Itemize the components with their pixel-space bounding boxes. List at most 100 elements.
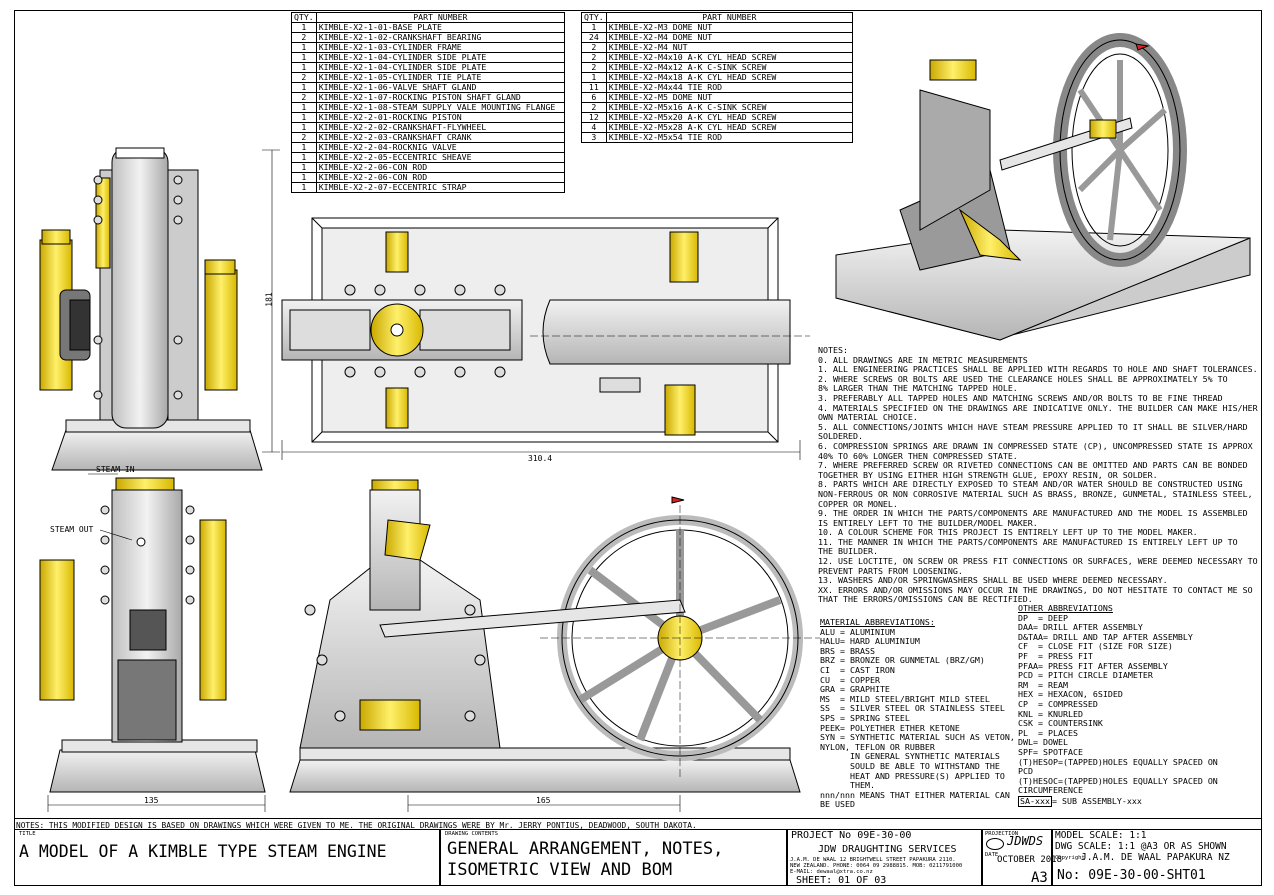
abbreviation-line: PF = PRESS FIT: [1018, 650, 1093, 661]
abbreviation-line: MS = MILD STEEL/BRIGHT MILD STEEL: [820, 693, 990, 704]
abbreviation-line: SOULD BE ABLE TO WITHSTAND THE: [820, 760, 1000, 771]
abbreviation-line: CI = CAST IRON: [820, 664, 895, 675]
note-line: NOTES:: [818, 345, 848, 355]
abbreviation-line: nnn/nnn MEANS THAT EITHER MATERIAL CAN: [820, 789, 1010, 800]
company-logo: JDWDS: [1007, 834, 1044, 848]
abbreviation-line: CF = CLOSE FIT (SIZE FOR SIZE): [1018, 641, 1173, 652]
note-line: PREVENT PARTS FROM LOOSENING.: [818, 565, 963, 576]
abbreviation-line: HALU= HARD ALUMINIUM: [820, 636, 920, 647]
abbreviation-line: HEX = HEXACON, 6SIDED: [1018, 689, 1123, 700]
company-cell: PROJECT No 09E-30-00 JDW DRAUGHTING SERV…: [787, 829, 982, 886]
note-line: NON-FERROUS OR NON CORROSIVE MATERIAL SU…: [818, 488, 1253, 499]
side-view-rear: [39, 473, 266, 793]
abbreviation-line: NYLON, TEFLON OR RUBBER: [820, 741, 935, 752]
note-line: THAT THE ERRORS/OMISSIONS CAN BE RECTIFI…: [818, 594, 1033, 605]
bom-part: KIMBLE-X2-M5x54 TIE ROD: [605, 132, 854, 143]
note-line: COPPER OR MONEL.: [818, 498, 898, 509]
abbreviation-line: SA-xxx: [1018, 795, 1052, 808]
abbreviation-line: CU = COPPER: [820, 674, 880, 685]
abbreviation-line: CSK = COUNTERSINK: [1018, 718, 1103, 729]
abbreviation-line: MATERIAL ABBREVIATIONS:: [820, 617, 935, 627]
abbreviation-line: SPF= SPOTFACE: [1018, 746, 1083, 757]
note-line: 8. PARTS WHICH ARE DIRECTLY EXPOSED TO S…: [818, 479, 1243, 490]
sheet-number: SHEET: 01 OF 03: [796, 875, 887, 886]
abbreviation-line: HEAT AND PRESSURE(S) APPLIED TO: [820, 770, 1005, 781]
dim-base-length: 165: [536, 796, 551, 805]
note-line: 2. WHERE SCREWS OR BOLTS ARE USED THE CL…: [818, 373, 1228, 384]
address-line1: J.A.M. DE WAAL 12 BRIGHTWELL STREET PAPA…: [790, 857, 956, 863]
contents-line1: GENERAL ARRANGEMENT, NOTES,: [447, 839, 724, 859]
bom-part: KIMBLE-X2-2-07-ECCENTRIC STRAP: [315, 182, 566, 193]
footer-note: NOTES: THIS MODIFIED DESIGN IS BASED ON …: [16, 821, 697, 830]
drawing-date: OCTOBER 2018: [997, 855, 1063, 865]
abbreviation-line: RM = REAM: [1018, 679, 1068, 690]
note-line: 3. PREFERABLY ALL TAPPED HOLES AND MATCH…: [818, 392, 1223, 403]
abbreviation-line: D&TAA= DRILL AND TAP AFTER ASSEMBLY: [1018, 631, 1193, 642]
title-label: TITLE: [19, 831, 36, 837]
note-line: TOGETHER BY USING EITHER HIGH STRENGTH G…: [818, 469, 1158, 480]
abbreviation-line: BRZ = BRONZE OR GUNMETAL (BRZ/GM): [820, 655, 985, 666]
contents-line2: ISOMETRIC VIEW AND BOM: [447, 860, 673, 880]
note-line: 1. ALL ENGINEERING PRACTICES SHALL BE AP…: [818, 364, 1258, 375]
projection-label: PROJECTION: [985, 831, 1019, 837]
drawing-title: A MODEL OF A KIMBLE TYPE STEAM ENGINE: [19, 842, 387, 861]
abbreviation-line: SYN = SYNTHETIC MATERIAL SUCH AS VETON,: [820, 732, 1015, 743]
abbreviation-line: (T)HESOP=(TAPPED)HOLES EQUALLY SPACED ON: [1018, 756, 1218, 767]
contents-label: DRAWING CONTENTS: [445, 831, 498, 837]
abbreviation-line: GRA = GRAPHITE: [820, 684, 890, 695]
abbreviation-line: DP = DEEP: [1018, 612, 1068, 623]
label-steam-in: STEAM IN: [96, 465, 135, 474]
front-elevation: [289, 479, 820, 793]
abbreviation-line: IN GENERAL SYNTHETIC MATERIALS: [820, 751, 1000, 762]
abbreviation-line: SPS = SPRING STEEL: [820, 712, 910, 723]
abbreviation-line: PL = PLACES: [1018, 727, 1078, 738]
abbreviation-line: CIRCUMFERENCE: [1018, 785, 1083, 796]
note-line: 4. MATERIALS SPECIFIED ON THE DRAWINGS A…: [818, 402, 1258, 413]
company-name: JDW DRAUGHTING SERVICES: [818, 844, 957, 855]
abbreviation-line: (T)HESOC=(TAPPED)HOLES EQUALLY SPACED ON: [1018, 775, 1218, 786]
note-line: 13. WASHERS AND/OR SPRINGWASHERS SHALL B…: [818, 575, 1168, 586]
abbreviation-line: OTHER ABBREVIATIONS: [1018, 603, 1113, 613]
copyright-label: Copyright: [1055, 855, 1085, 861]
abbreviation-line: DWL= DOWEL: [1018, 737, 1068, 748]
note-line: 9. THE ORDER IN WHICH THE PARTS/COMPONEN…: [818, 508, 1248, 519]
dim-height: 181: [264, 292, 274, 307]
drawing-number: No: 09E-30-00-SHT01: [1057, 868, 1206, 883]
note-line: 10. A COLOUR SCHEME FOR THIS PROJECT IS …: [818, 527, 1198, 538]
abbreviation-line: PEEK= POLYETHER ETHER KETONE: [820, 722, 960, 733]
dim-length: 310.4: [528, 454, 553, 463]
model-scale: MODEL SCALE: 1:1: [1055, 830, 1147, 841]
note-line: 7. WHERE PREFERRED SCREW OR RIVETED CONN…: [818, 460, 1248, 471]
copyright: J.A.M. DE WAAL PAPAKURA NZ: [1081, 852, 1230, 863]
date-label: DATE: [985, 852, 999, 858]
logo-cell: PROJECTION JDWDS DATE OCTOBER 2018 A3: [982, 829, 1062, 886]
top-view: [281, 217, 810, 443]
note-line: 6. COMPRESSION SPRINGS ARE DRAWN IN COMP…: [818, 440, 1253, 451]
abbreviation-line: BE USED: [820, 799, 855, 810]
note-line: THE BUILDER.: [818, 546, 878, 557]
note-line: 5. ALL CONNECTIONS/JOINTS WHICH HAVE STE…: [818, 421, 1248, 432]
contents-cell: DRAWING CONTENTS GENERAL ARRANGEMENT, NO…: [440, 829, 787, 886]
abbreviation-line: CP = COMPRESSED: [1018, 698, 1098, 709]
address-line2: NEW ZEALAND. PHONE: 0064 09 2988815. MOB…: [790, 863, 963, 869]
general-notes: NOTES:0. ALL DRAWINGS ARE IN METRIC MEAS…: [818, 345, 1258, 605]
note-line: 12. USE LOCTITE, ON SCREW OR PRESS FIT C…: [818, 556, 1258, 567]
abbreviation-line: KNL = KNURLED: [1018, 708, 1083, 719]
note-line: 40% TO 60% LONGER THEN COMPRESSED STATE.: [818, 450, 1018, 461]
note-line: XX. ERRORS AND/OR OMISSIONS MAY OCCUR IN…: [818, 584, 1253, 595]
abbreviation-line: ALU = ALUMINIUM: [820, 626, 895, 637]
note-line: 11. THE MANNER IN WHICH THE PARTS/COMPON…: [818, 536, 1238, 547]
abbreviation-line: PCD: [1018, 766, 1033, 777]
label-steam-out: STEAM OUT: [50, 525, 94, 534]
abbreviation-line: THEM.: [820, 780, 875, 791]
note-line: 8% LARGER THAN THE MATCHING TAPPED HOLE.: [818, 383, 1018, 394]
abbreviation-line: PFAA= PRESS FIT AFTER ASSEMBLY: [1018, 660, 1168, 671]
title-cell: TITLE A MODEL OF A KIMBLE TYPE STEAM ENG…: [14, 829, 440, 886]
